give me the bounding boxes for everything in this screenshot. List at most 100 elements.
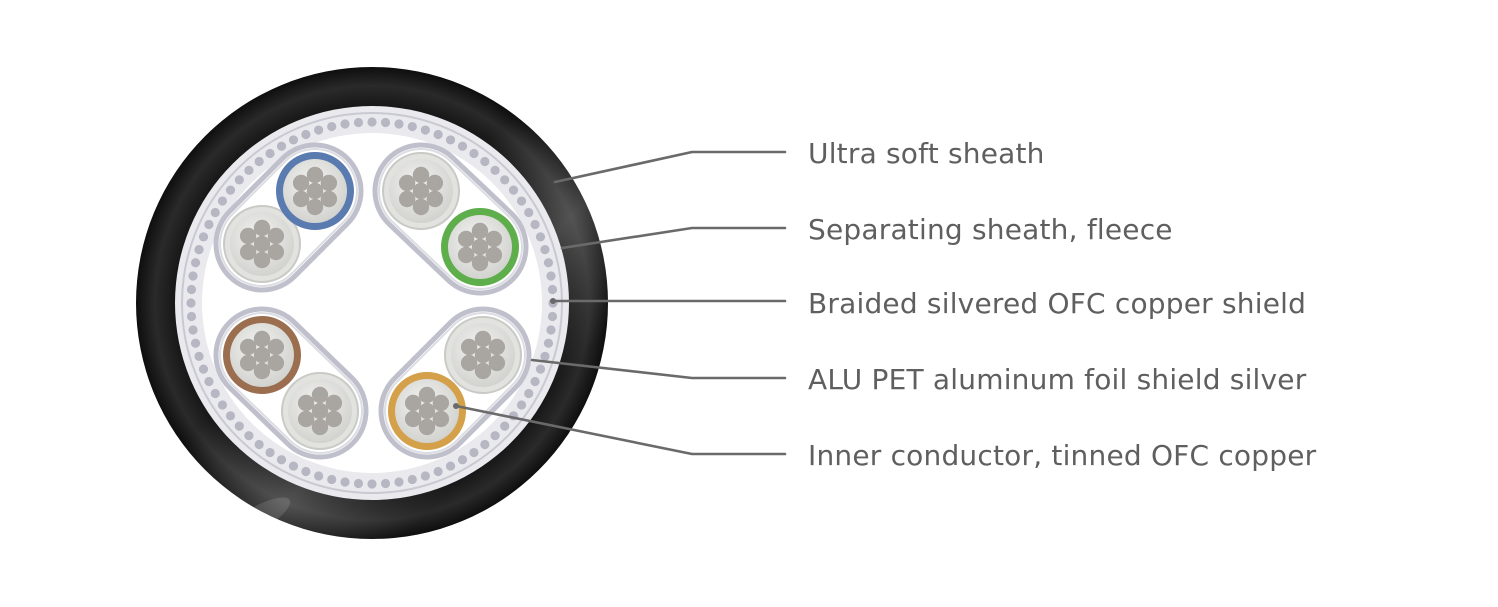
conductor-strand — [306, 182, 324, 200]
braid-bead — [225, 411, 236, 421]
conductor-strand — [267, 243, 285, 261]
conductor-strand — [488, 338, 506, 356]
leader-line-sheath — [553, 150, 787, 184]
braid-bead — [530, 376, 540, 387]
conductor-strand — [306, 166, 324, 184]
braid-bead — [546, 271, 556, 281]
braid-bead — [540, 351, 550, 361]
conductor-strand — [412, 198, 430, 216]
conductor-strand — [404, 394, 422, 412]
braid-bead — [190, 338, 201, 348]
braid-bead — [540, 245, 550, 255]
conductor-strand — [292, 190, 310, 208]
leader-lines — [453, 150, 787, 456]
braid-bead — [535, 232, 546, 242]
braid-bead — [490, 431, 500, 441]
braid-bead — [353, 117, 364, 128]
conductor-strand — [292, 174, 310, 192]
conductor-strand — [432, 394, 450, 412]
label-braided-shield: Braided silvered OFC copper shield — [808, 287, 1306, 320]
braid-bead — [217, 400, 228, 410]
conductor-strand — [485, 246, 503, 264]
braid-bead — [543, 258, 554, 268]
conductor-strand — [412, 182, 430, 200]
conductor-strand — [471, 222, 489, 240]
braid-bead — [314, 471, 324, 481]
braid-bead — [204, 376, 214, 387]
braid-bead — [433, 466, 443, 477]
braid-bead — [301, 466, 311, 477]
conductor-strand — [253, 235, 271, 253]
braid-bead — [516, 196, 527, 206]
braid-bead — [480, 439, 490, 450]
label-foil-shield: ALU PET aluminum foil shield silver — [808, 363, 1307, 396]
braid-bead — [524, 207, 534, 218]
braid-bead — [508, 185, 519, 195]
conductor-strand — [239, 243, 257, 261]
braid-bead — [420, 125, 430, 135]
twisted-pair-orange — [378, 306, 532, 460]
braid-bead — [407, 121, 417, 132]
braid-bead — [457, 141, 468, 151]
braid-bead — [530, 219, 540, 230]
braid-bead — [186, 311, 197, 322]
braid-bead — [547, 284, 558, 295]
braid-bead — [198, 232, 209, 242]
braid-bead — [445, 461, 456, 471]
twisted-pairs — [213, 142, 532, 460]
conductor-strand — [311, 386, 329, 404]
conductor-strand — [253, 346, 271, 364]
braid-bead — [188, 325, 198, 335]
conductor-strand — [471, 254, 489, 272]
conductor-core — [444, 316, 522, 394]
braid-bead — [254, 156, 264, 167]
braid-bead — [380, 478, 391, 489]
label-ultra-soft-sheath: Ultra soft sheath — [808, 137, 1045, 170]
conductor-strand — [311, 418, 329, 436]
conductor-strand — [239, 354, 257, 372]
conductor-strand — [432, 410, 450, 428]
conductor-strand — [297, 410, 315, 428]
conductor-strand — [418, 386, 436, 404]
twisted-pair-brown — [213, 306, 369, 460]
braid-bead — [407, 474, 417, 485]
braid-bead — [480, 156, 490, 167]
braid-bead — [500, 175, 510, 185]
conductor-strand — [485, 230, 503, 248]
braid-bead — [288, 135, 299, 145]
braid-bead — [353, 478, 364, 489]
conductor-strand — [253, 219, 271, 237]
braid-bead — [188, 271, 198, 281]
conductor-strand — [474, 362, 492, 380]
braid-bead — [234, 175, 244, 185]
conductor-core — [281, 372, 359, 450]
braid-bead — [254, 439, 264, 450]
label-separating-sheath: Separating sheath, fleece — [808, 213, 1173, 246]
label-inner-conductor: Inner conductor, tinned OFC copper — [808, 439, 1317, 472]
braid-bead — [265, 148, 275, 159]
conductor-strand — [320, 174, 338, 192]
braid-bead — [547, 311, 558, 322]
braid-bead — [190, 258, 201, 268]
conductor-strand — [398, 174, 416, 192]
conductor-strand — [418, 402, 436, 420]
conductor-strand — [474, 346, 492, 364]
braid-bead — [394, 477, 404, 487]
braided-copper-shield — [186, 117, 558, 489]
braid-bead — [327, 121, 337, 132]
braid-bead — [210, 388, 220, 399]
conductor-core — [276, 152, 354, 230]
conductor-strand — [471, 238, 489, 256]
braid-bead — [340, 477, 350, 487]
conductor-strand — [412, 166, 430, 184]
braid-bead — [265, 447, 275, 458]
braid-bead — [301, 129, 311, 140]
braid-bead — [194, 245, 204, 255]
conductor-strand — [253, 330, 271, 348]
braid-bead — [420, 471, 430, 481]
conductor-strand — [418, 418, 436, 436]
conductor-strand — [457, 230, 475, 248]
leader-dot-conductor — [453, 403, 459, 409]
conductor-core — [382, 152, 460, 230]
conductor-strand — [253, 251, 271, 269]
